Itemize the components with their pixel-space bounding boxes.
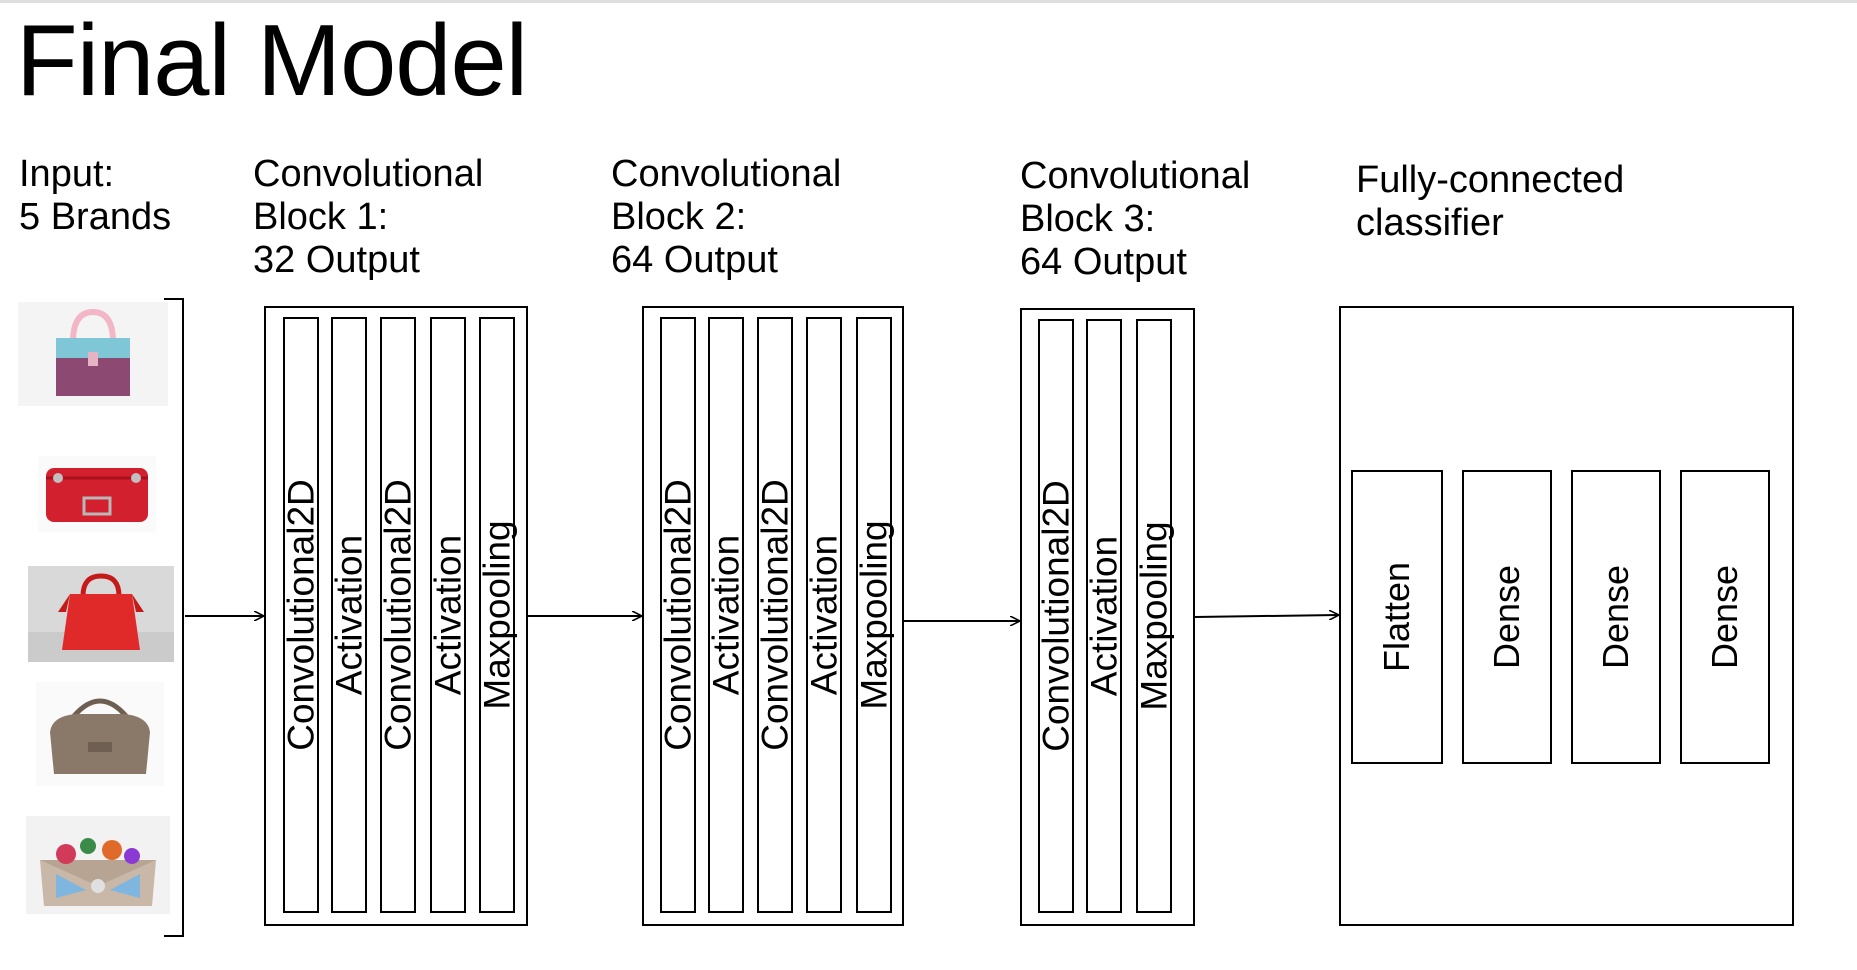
block1-label-line3: 32 Output <box>253 239 420 281</box>
red-tote-bag-icon <box>28 566 174 662</box>
top-divider <box>0 0 1857 3</box>
block1-layer-1-label: Convolutional2D <box>280 479 322 751</box>
pink-purple-handbag-icon <box>18 302 168 406</box>
classifier-layer-dense: Dense <box>1571 470 1661 764</box>
block2-label: Convolutional Block 2: 64 Output <box>611 153 841 282</box>
block3-label-line1: Convolutional <box>1020 155 1251 197</box>
classifier-layer-1-label: Flatten <box>1376 561 1417 673</box>
block1-layer-activation: Activation <box>427 317 469 913</box>
block3-layer-1-label: Convolutional2D <box>1035 480 1077 752</box>
input-label: Input: 5 Brands <box>19 153 171 239</box>
block3-label-line2: Block 3: <box>1020 198 1156 240</box>
block2-layer-2-label: Activation <box>705 534 747 696</box>
block1-layer-2-label: Activation <box>328 534 370 696</box>
classifier-layer-dense: Dense <box>1462 470 1552 764</box>
classifier-layer-2-label: Dense <box>1486 564 1527 670</box>
classifier-label-line2: classifier <box>1356 202 1504 244</box>
block3-label: Convolutional Block 3: 64 Output <box>1020 155 1250 284</box>
block3-layer-2-label: Activation <box>1083 535 1125 697</box>
block2-layer-activation: Activation <box>803 317 845 913</box>
block2-layer-convolutional2d: Convolutional2D <box>657 317 699 913</box>
block1-label-line1: Convolutional <box>253 153 484 195</box>
red-quilted-clutch-icon <box>38 456 156 532</box>
input-label-line2: 5 Brands <box>19 196 172 238</box>
block1-layer-4-label: Activation <box>427 534 469 696</box>
block2-label-line2: Block 2: <box>611 196 747 238</box>
block3-label-line3: 64 Output <box>1020 241 1187 283</box>
arrow-block3-to-classifier <box>1194 615 1338 617</box>
block2-layer-convolutional2d: Convolutional2D <box>754 317 796 913</box>
block2-layer-1-label: Convolutional2D <box>657 479 699 751</box>
block1-label: Convolutional Block 1: 32 Output <box>253 153 483 282</box>
block3-layer-maxpooling: Maxpooling <box>1133 319 1175 913</box>
block2-layer-5-label: Maxpooling <box>853 520 895 710</box>
classifier-layer-3-label: Dense <box>1595 564 1636 670</box>
block1-label-line2: Block 1: <box>253 196 389 238</box>
taupe-duffel-bag-icon <box>36 682 164 786</box>
block1-layer-maxpooling: Maxpooling <box>476 317 518 913</box>
block2-layer-3-label: Convolutional2D <box>754 479 796 751</box>
classifier-label: Fully-connected classifier <box>1356 159 1624 245</box>
embellished-floral-bag-icon <box>26 816 170 914</box>
block3-layer-convolutional2d: Convolutional2D <box>1035 319 1077 913</box>
block2-label-line1: Convolutional <box>611 153 842 195</box>
block1-layer-convolutional2d: Convolutional2D <box>377 317 419 913</box>
block2-label-line3: 64 Output <box>611 239 778 281</box>
page-title: Final Model <box>16 5 528 117</box>
block3-layer-3-label: Maxpooling <box>1133 521 1175 711</box>
block1-layer-activation: Activation <box>328 317 370 913</box>
block2-layer-activation: Activation <box>705 317 747 913</box>
input-label-line1: Input: <box>19 153 115 195</box>
classifier-label-line1: Fully-connected <box>1356 159 1625 201</box>
input-bracket <box>164 298 184 937</box>
block2-layer-maxpooling: Maxpooling <box>853 317 895 913</box>
block3-layer-activation: Activation <box>1083 319 1125 913</box>
block1-layer-5-label: Maxpooling <box>476 520 518 710</box>
block2-layer-4-label: Activation <box>803 534 845 696</box>
classifier-layer-dense: Dense <box>1680 470 1770 764</box>
classifier-layer-4-label: Dense <box>1704 564 1745 670</box>
classifier-layer-flatten: Flatten <box>1351 470 1443 764</box>
block1-layer-convolutional2d: Convolutional2D <box>280 317 322 913</box>
block1-layer-3-label: Convolutional2D <box>377 479 419 751</box>
